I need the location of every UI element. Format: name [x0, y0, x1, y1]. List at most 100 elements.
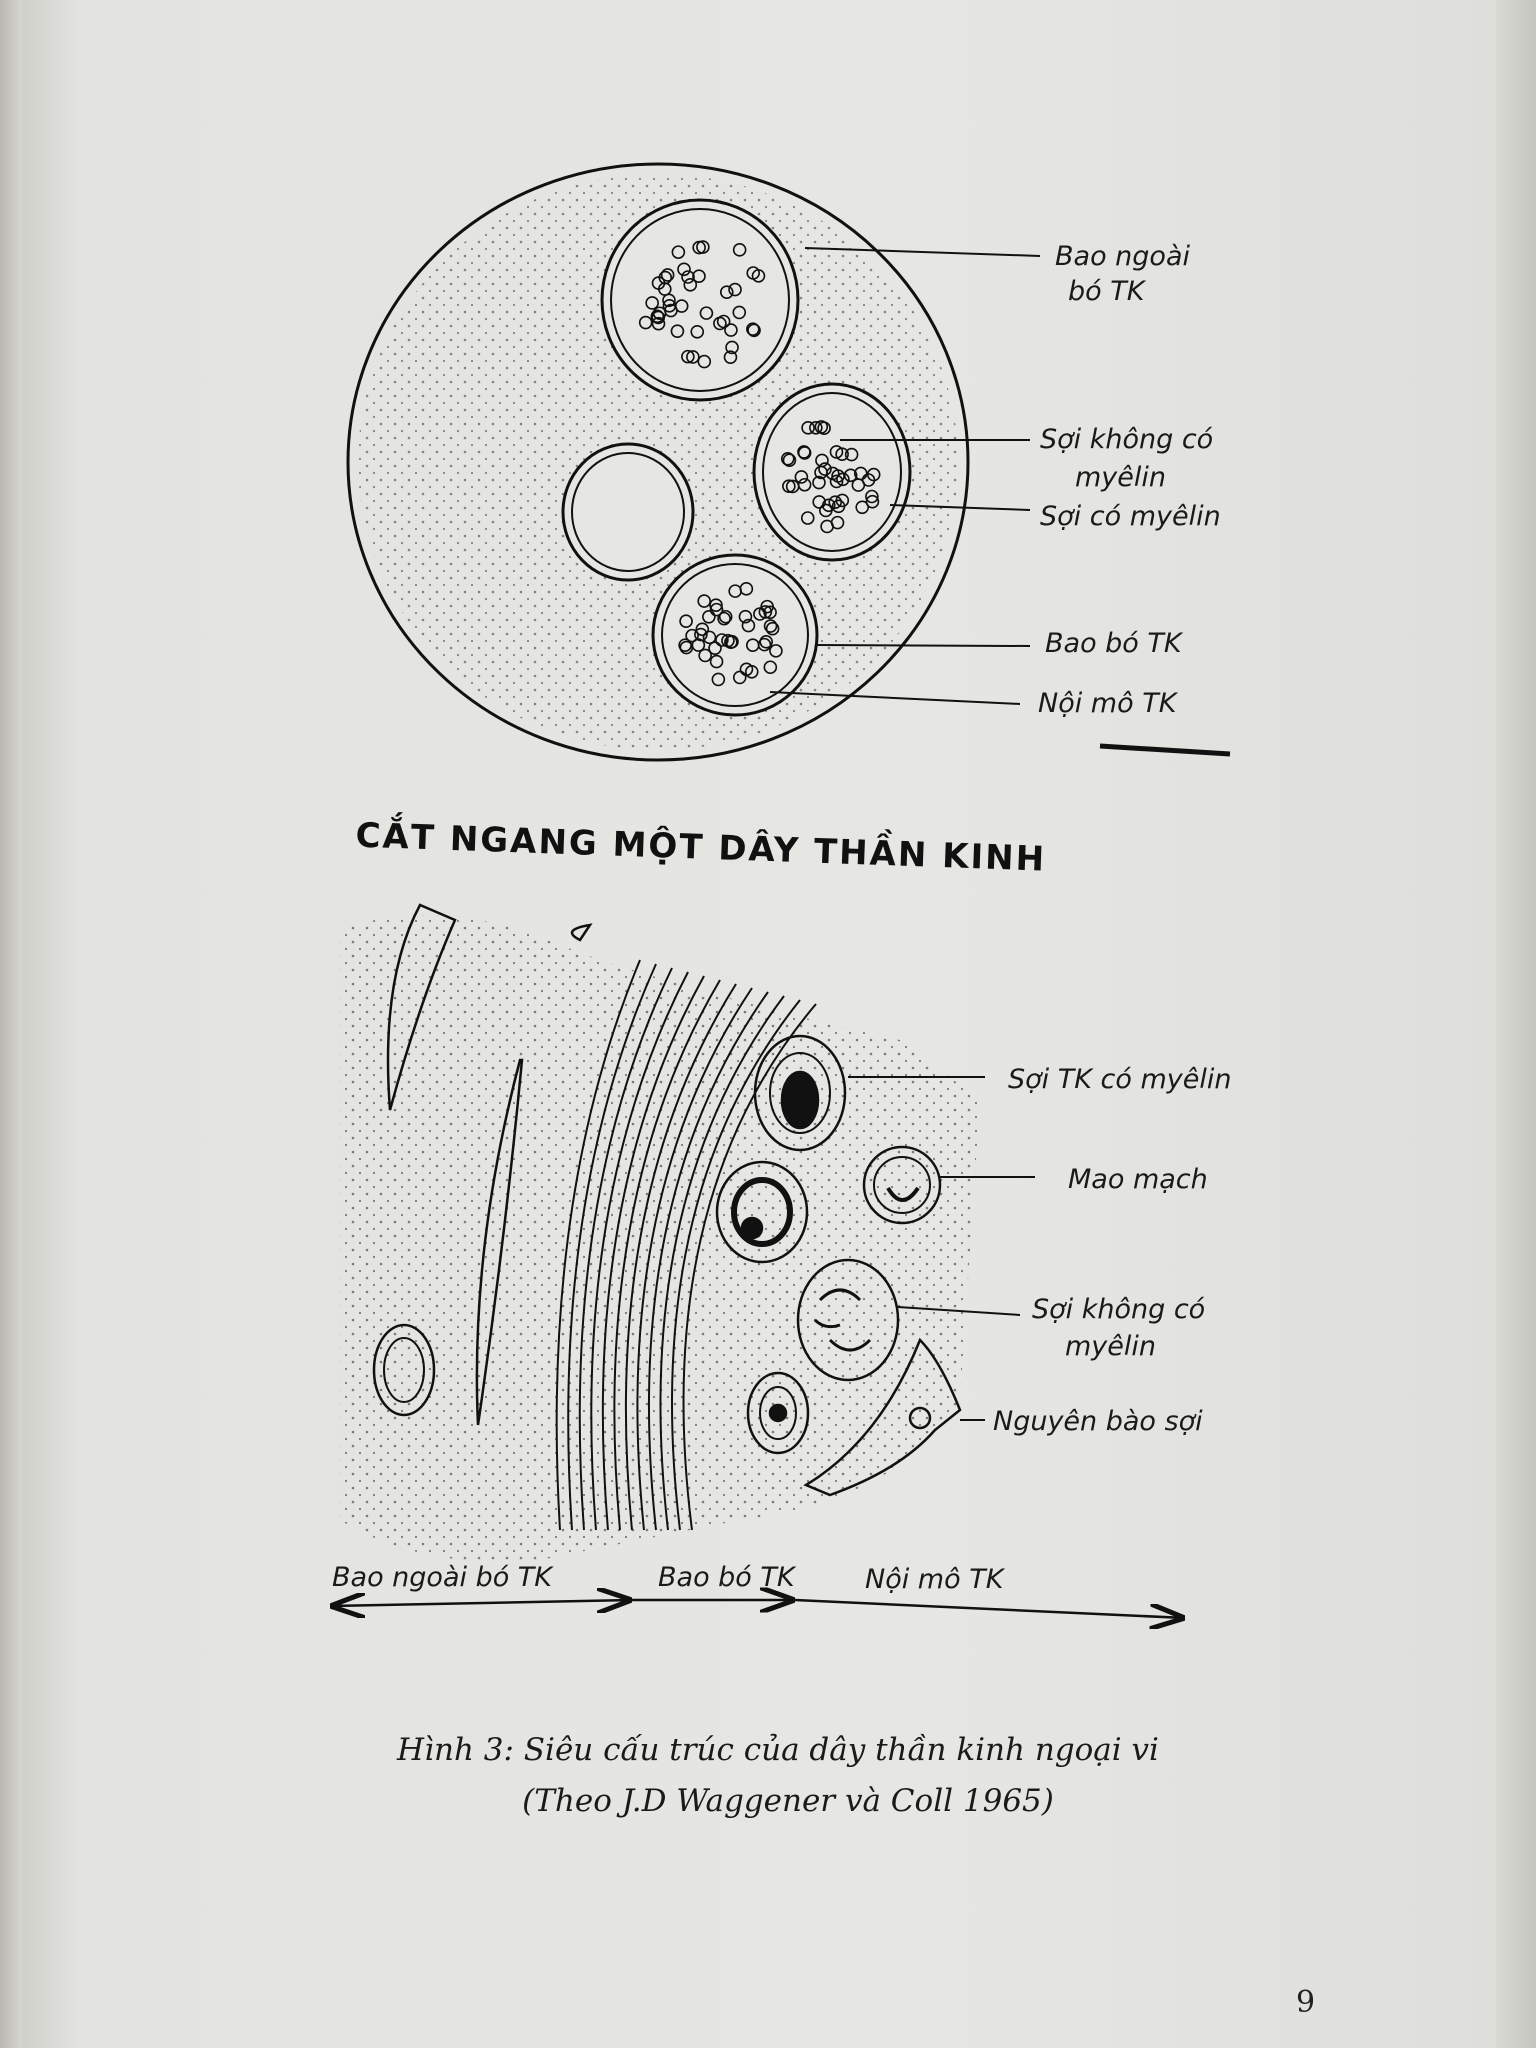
nerve-fiber [652, 306, 667, 321]
scale-label-endoneurium: Nội mô TK [865, 1564, 1006, 1595]
cross-section-title: CẮT NGANG MỘT DÂY THẦN KINH [355, 811, 1047, 880]
nerve-fiber [829, 474, 844, 489]
perineurium-ring [762, 392, 902, 552]
label-unmyelinated-fiber-1: Sợi không có [1032, 1294, 1205, 1325]
nerve-fiber [692, 269, 706, 284]
nerve-fiber [825, 466, 840, 481]
nerve-fiber [694, 627, 708, 642]
nerve-fiber [821, 498, 836, 513]
nerve-fiber [674, 299, 689, 313]
nerve-fiber [815, 453, 829, 468]
nerve-fiber [711, 672, 726, 687]
nerve-fiber [763, 619, 778, 633]
label-myelinated: Sợi có myêlin [1040, 501, 1221, 532]
nerve-fiber [797, 477, 812, 492]
fascicle [600, 198, 800, 402]
lamella [636, 987, 753, 1531]
nerve-fiber [809, 420, 823, 435]
nerve-fiber [697, 354, 712, 369]
ultrastructure-leaders [848, 1076, 1035, 1421]
label-unmyelinated-2: myêlin [1075, 462, 1166, 493]
nerve-fiber [728, 282, 742, 297]
nerve-fiber [746, 322, 760, 336]
nerve-fiber [683, 278, 698, 292]
nerve-fiber [692, 240, 706, 255]
label-capillary: Mao mạch [1068, 1164, 1208, 1195]
nerve-cross-section [346, 162, 970, 762]
nerve-fiber [709, 598, 723, 612]
lamella [647, 991, 769, 1531]
nerve-fiber [723, 350, 738, 364]
nerve-fiber [724, 323, 738, 337]
nerve-fiber [717, 611, 731, 626]
nerve-fiber [745, 638, 760, 653]
nerve-fiber [679, 614, 693, 629]
nerve-fiber [671, 245, 686, 259]
nerve-fiber [709, 602, 724, 617]
lamella [659, 995, 785, 1531]
nerve-fiber [800, 511, 815, 525]
nerve-fiber [818, 462, 832, 476]
nerve-fiber [812, 475, 826, 490]
lamella [567, 963, 657, 1531]
label-fibroblast: Nguyên bào sợi [993, 1406, 1203, 1437]
fibroblast-elongated [475, 1058, 524, 1426]
nerve-fiber [709, 654, 724, 669]
nerve-fiber [685, 628, 699, 643]
fascicles [600, 198, 912, 717]
nerve-fiber [660, 268, 675, 282]
label-endoneurium: Nội mô TK [1038, 688, 1179, 719]
nerve-fiber [691, 638, 706, 652]
nerve-fiber [782, 479, 796, 493]
perineurium-ring [610, 208, 790, 392]
nerve-fiber [690, 324, 705, 339]
lamella [613, 979, 721, 1531]
label-perineurium: Bao bó TK [1045, 628, 1184, 659]
nerve-fiber [698, 648, 712, 663]
cross-section-leaders [769, 247, 1231, 757]
capillary [862, 1145, 942, 1225]
nerve-fiber [738, 609, 753, 624]
nerve-fiber [728, 584, 742, 598]
nerve-fiber [830, 515, 845, 530]
figure-caption: Hình 3: Siêu cấu trúc của dây thần kinh … [397, 1732, 1159, 1768]
lamella [578, 967, 673, 1531]
fibroblast [803, 1337, 962, 1497]
nerve-fiber [658, 282, 672, 296]
nerve-fiber [763, 660, 778, 675]
lamella [590, 971, 689, 1531]
figure-source: (Theo J.D Waggener và Coll 1965) [522, 1783, 1054, 1819]
nerve-fiber [828, 495, 843, 510]
nerve-fiber [721, 633, 735, 648]
nerve-fiber [651, 316, 666, 331]
nerve-fiber [725, 340, 739, 355]
scale-label-epineurium: Bao ngoài bó TK [332, 1562, 554, 1593]
nerve-fiber [780, 451, 795, 466]
nerve-fiber [708, 641, 722, 655]
nerve-fiber [765, 621, 780, 636]
ultrastructure-drawing [340, 903, 980, 1562]
nerve-fiber [645, 296, 659, 310]
nerve-fiber [638, 315, 653, 330]
scale-arrow [330, 1600, 1185, 1618]
nerve-fiber [865, 494, 880, 509]
nerve-fiber [681, 270, 695, 284]
nerve-fiber [741, 618, 756, 633]
nerve-fiber [747, 323, 761, 338]
nerve-fiber [861, 473, 876, 487]
nerve-fiber [801, 421, 815, 435]
nerve-fiber [794, 470, 809, 484]
nerve-fiber [702, 609, 716, 624]
nerve-fiber [677, 262, 691, 277]
nerve-fiber [759, 634, 773, 649]
nerve-fiber [650, 309, 665, 324]
label-unmyelinated-1: Sợi không có [1040, 424, 1213, 455]
nerve-fiber [732, 670, 747, 685]
unmyelinated-fiber [796, 1258, 900, 1382]
nerve-fiber [697, 594, 711, 608]
nerve-fiber [670, 324, 685, 338]
nerve-fiber [686, 350, 700, 364]
lamella [671, 999, 801, 1531]
nerve-fiber [744, 665, 759, 679]
